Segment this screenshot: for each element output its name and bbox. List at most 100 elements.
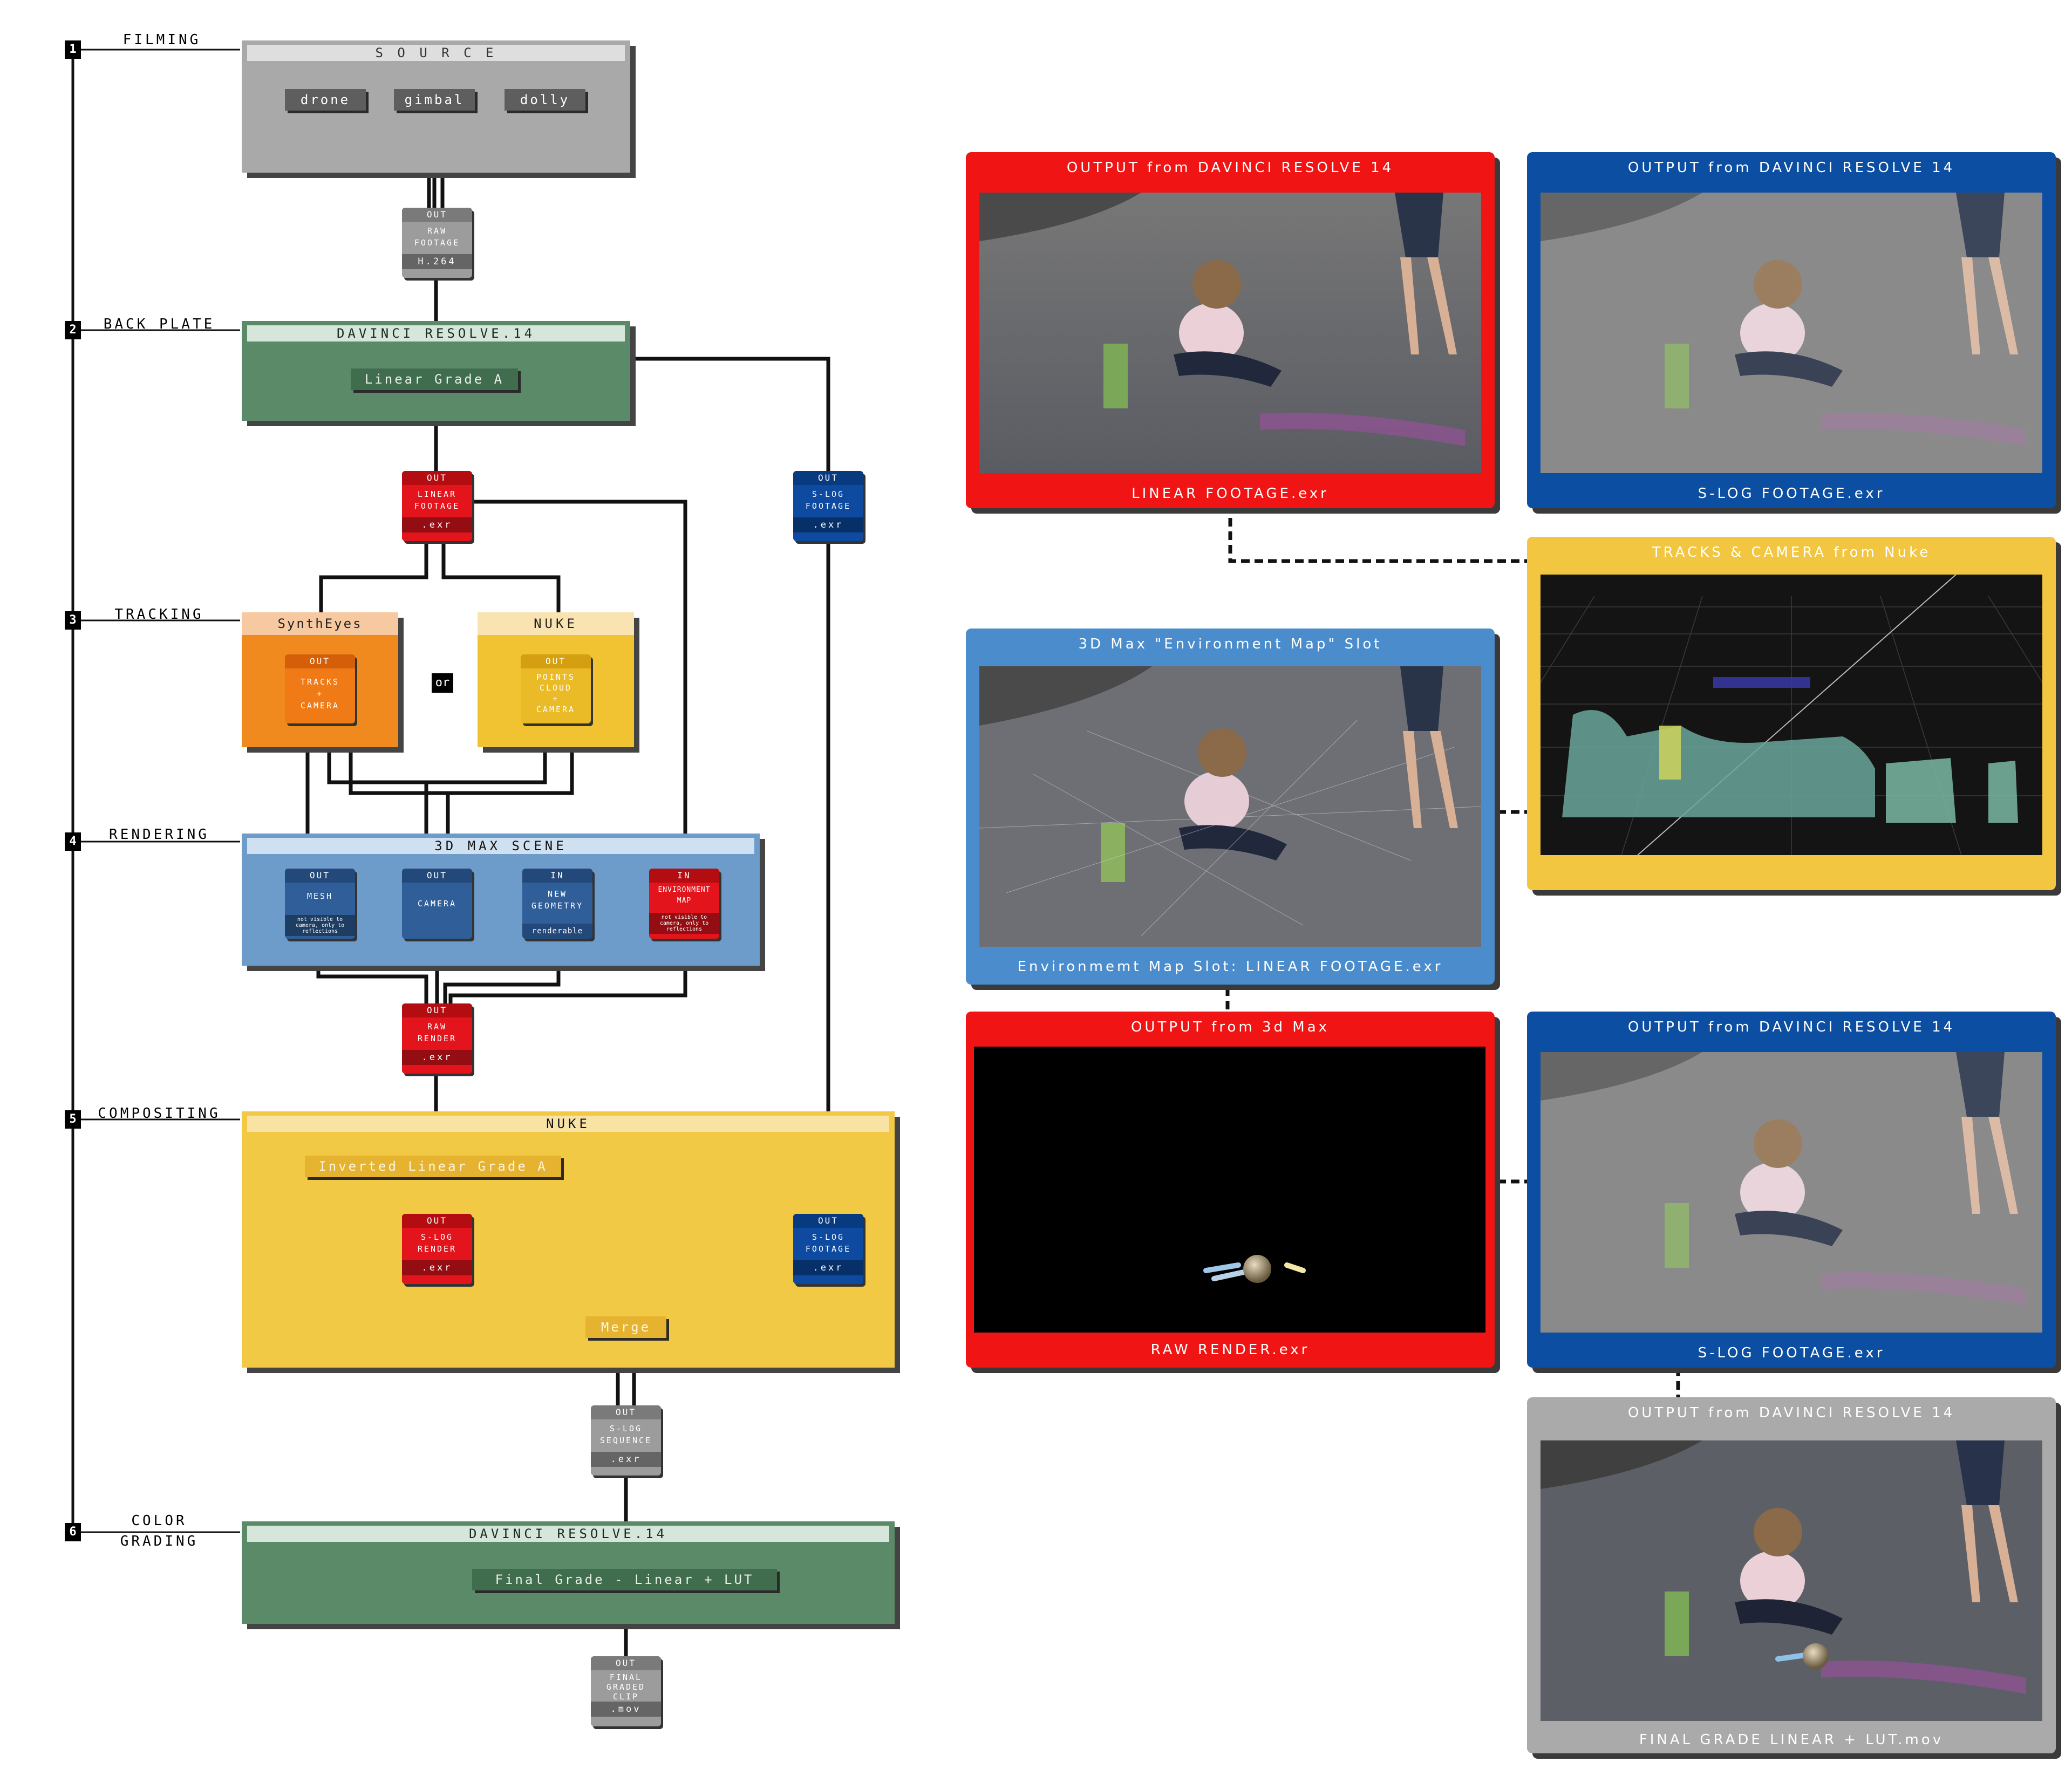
- node-body: ENVIRONMENT MAP: [658, 886, 711, 905]
- node-note: not visible to camera, only to reflectio…: [285, 915, 355, 936]
- stage-number-2: 2: [65, 321, 81, 339]
- node-body: NEW GEOMETRY: [531, 889, 584, 911]
- final-grade-control[interactable]: Final Grade - Linear + LUT: [472, 1569, 777, 1590]
- stage-label-color: COLOR: [131, 1513, 187, 1529]
- stage-label-filming: FILMING: [122, 32, 201, 48]
- node-body: CAMERA: [417, 899, 457, 909]
- node-header: IN: [522, 869, 592, 883]
- node-body: RAW RENDER: [417, 1022, 457, 1043]
- raw-footage-node[interactable]: OUT RAW FOOTAGE H.264: [402, 208, 472, 278]
- drone-control[interactable]: drone: [285, 89, 366, 111]
- tracks-camera-panel: TRACKS & CAMERA from Nuke: [1527, 537, 2056, 890]
- panel-title: OUTPUT from DAVINCI RESOLVE 14: [1627, 1019, 1955, 1035]
- panel-title: OUTPUT from DAVINCI RESOLVE 14: [1627, 160, 1955, 176]
- final-graded-photo: [1541, 1440, 2042, 1721]
- new-geometry-node[interactable]: IN NEW GEOMETRY renderable: [522, 869, 592, 939]
- node-note: not visible to camera, only to reflectio…: [649, 913, 719, 934]
- tracks-camera-node[interactable]: OUT TRACKS + CAMERA: [285, 654, 355, 723]
- node-body: TRACKS + CAMERA: [300, 677, 340, 711]
- points-cloud-node[interactable]: OUT POINTS CLOUD + CAMERA: [521, 654, 591, 723]
- linear-footage-panel: OUTPUT from DAVINCI RESOLVE 14 LINEAR FO…: [966, 152, 1495, 508]
- node-header: OUT: [521, 654, 591, 668]
- node-header: OUT: [591, 1656, 661, 1670]
- street-chalk-photo: [1541, 193, 2042, 473]
- panel-footer: Environmemt Map Slot: LINEAR FOOTAGE.exr: [1017, 959, 1443, 975]
- dolly-control[interactable]: dolly: [505, 89, 585, 111]
- node-body: S-LOG RENDER: [417, 1232, 457, 1254]
- node-body: POINTS CLOUD + CAMERA: [536, 672, 576, 714]
- gimbal-control[interactable]: gimbal: [394, 89, 475, 111]
- node-body: MESH: [306, 891, 333, 901]
- node-body: S-LOG FOOTAGE: [805, 489, 851, 511]
- node-header: IN: [649, 869, 719, 883]
- panel-title: TRACKS & CAMERA from Nuke: [1652, 544, 1931, 561]
- stage-label-rendering: RENDERING: [109, 827, 209, 843]
- stage-number-6: 6: [65, 1523, 81, 1541]
- street-chalk-photo: [979, 193, 1481, 473]
- node-header: OUT: [402, 869, 472, 883]
- panel-footer: LINEAR FOOTAGE.exr: [1132, 486, 1329, 502]
- panel-footer: S-LOG FOOTAGE.exr: [1698, 486, 1885, 502]
- raw-render-panel: OUTPUT from 3d Max RAW RENDER.exr: [966, 1012, 1495, 1368]
- node-format: .exr: [793, 1260, 863, 1275]
- node-format: .mov: [591, 1702, 661, 1717]
- final-grade-panel: OUTPUT from DAVINCI RESOLVE 14 FINA: [1527, 1397, 2056, 1753]
- nuke-tracking-title: NUKE: [478, 612, 634, 635]
- davinci-backplate-title: DAVINCI RESOLVE.14: [247, 325, 625, 341]
- node-format: .exr: [591, 1452, 661, 1467]
- point-cloud-viewport: [1541, 575, 2042, 855]
- slog-footage-panel: OUTPUT from DAVINCI RESOLVE 14 S-LOG FOO…: [1527, 152, 2056, 508]
- inverted-linear-grade-control[interactable]: Inverted Linear Grade A: [305, 1156, 561, 1177]
- source-title: S O U R C E: [247, 45, 625, 61]
- linear-footage-node[interactable]: OUT LINEAR FOOTAGE .exr: [402, 471, 472, 541]
- node-body: FINAL GRADED CLIP: [606, 1672, 646, 1702]
- nuke-compositing-group: NUKE: [242, 1111, 895, 1368]
- stage-number-4: 4: [65, 832, 81, 851]
- camera-node[interactable]: OUT CAMERA: [402, 869, 472, 939]
- panel-footer: FINAL GRADE LINEAR + LUT.mov: [1639, 1732, 1944, 1748]
- slog-render-node[interactable]: OUT S-LOG RENDER .exr: [402, 1214, 472, 1284]
- node-format: .exr: [793, 517, 863, 532]
- raw-render-node[interactable]: OUT RAW RENDER .exr: [402, 1003, 472, 1074]
- panel-title: OUTPUT from DAVINCI RESOLVE 14: [1627, 1405, 1955, 1421]
- final-graded-clip-node[interactable]: OUT FINAL GRADED CLIP .mov: [591, 1656, 661, 1726]
- or-label: or: [432, 673, 453, 693]
- slog-footage-comp-node[interactable]: OUT S-LOG FOOTAGE .exr: [793, 1214, 863, 1284]
- node-format: H.264: [402, 254, 472, 269]
- street-chalk-photo: [1541, 1052, 2042, 1333]
- node-header: OUT: [285, 869, 355, 883]
- merge-control[interactable]: Merge: [585, 1316, 666, 1338]
- stage-label-back-plate: BACK PLATE: [103, 316, 215, 332]
- node-header: OUT: [402, 208, 472, 222]
- render-viewport: [974, 1047, 1485, 1333]
- node-body: S-LOG FOOTAGE: [805, 1232, 851, 1254]
- panel-title: OUTPUT from 3d Max: [1130, 1019, 1330, 1035]
- stage-label-tracking: TRACKING: [114, 606, 204, 623]
- environment-map-node[interactable]: IN ENVIRONMENT MAP not visible to camera…: [649, 869, 719, 939]
- davinci-grading-title: DAVINCI RESOLVE.14: [247, 1526, 889, 1542]
- node-header: OUT: [793, 471, 863, 485]
- node-body: LINEAR FOOTAGE: [414, 489, 460, 511]
- 3dmax-scene-title: 3D MAX SCENE: [247, 838, 754, 854]
- node-header: OUT: [591, 1405, 661, 1419]
- stage-number-3: 3: [65, 611, 81, 630]
- slog-footage-node[interactable]: OUT S-LOG FOOTAGE .exr: [793, 471, 863, 541]
- node-header: OUT: [793, 1214, 863, 1228]
- node-header: OUT: [402, 1003, 472, 1017]
- linear-grade-a-control[interactable]: Linear Grade A: [351, 368, 518, 390]
- syntheyes-title: SynthEyes: [242, 612, 398, 635]
- panel-footer: S-LOG FOOTAGE.exr: [1698, 1345, 1885, 1361]
- node-header: OUT: [402, 471, 472, 485]
- stage-label-grading: GRADING: [120, 1533, 199, 1549]
- slog-sequence-node[interactable]: OUT S-LOG SEQUENCE .exr: [591, 1405, 661, 1476]
- node-header: OUT: [402, 1214, 472, 1228]
- node-format: .exr: [402, 517, 472, 532]
- panel-footer: RAW RENDER.exr: [1150, 1342, 1310, 1358]
- stage-number-5: 5: [65, 1110, 81, 1129]
- mesh-node[interactable]: OUT MESH not visible to camera, only to …: [285, 869, 355, 939]
- slog-footage-final-panel: OUTPUT from DAVINCI RESOLVE 14 S-LOG FOO…: [1527, 1012, 2056, 1368]
- environment-map-photo: [979, 666, 1481, 947]
- stage-number-1: 1: [65, 40, 81, 59]
- syntheyes-group: SynthEyes: [242, 612, 398, 747]
- node-body: RAW FOOTAGE: [414, 226, 460, 248]
